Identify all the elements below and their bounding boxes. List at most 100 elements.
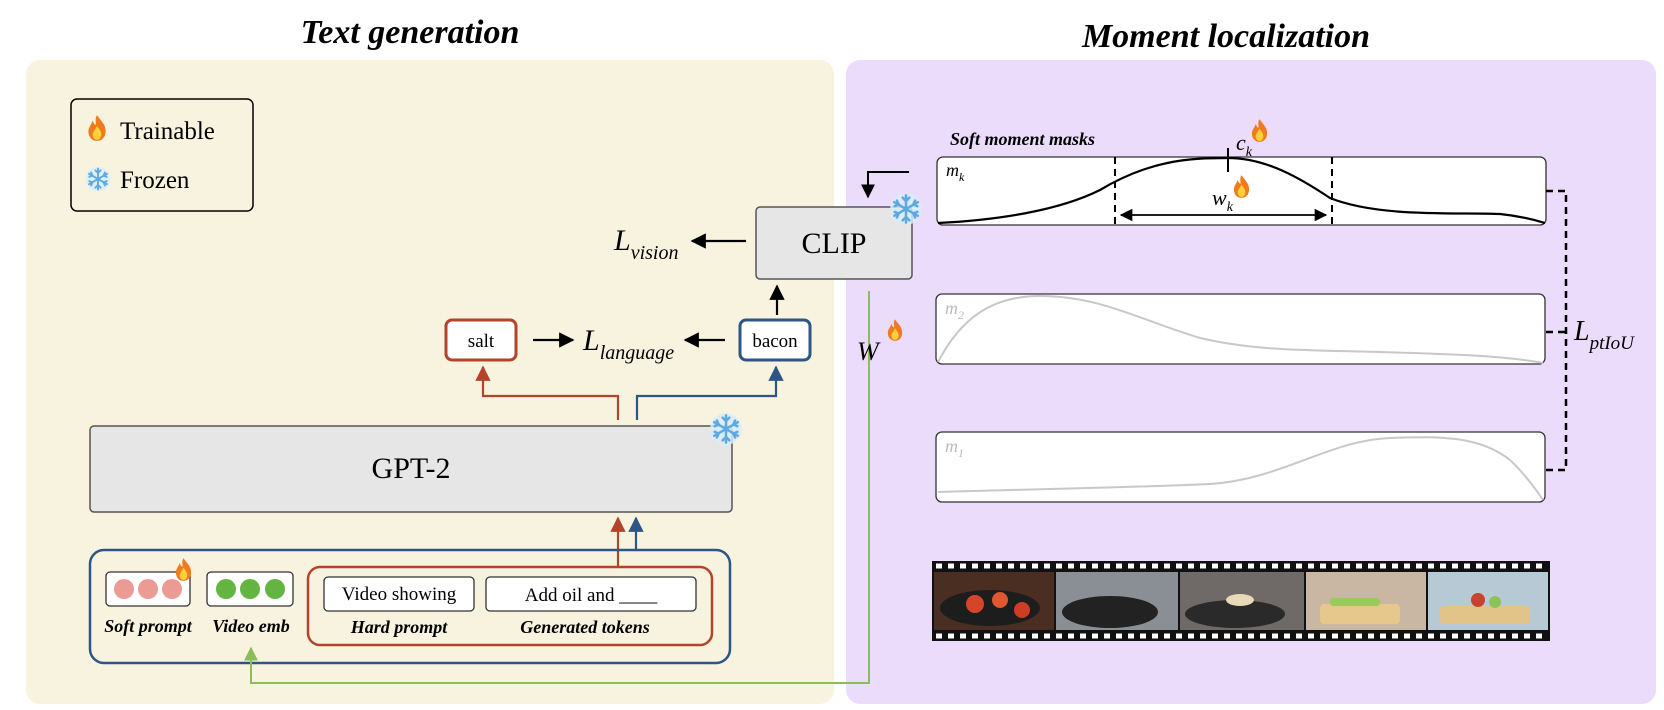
film-sprocket-hole — [1404, 563, 1410, 569]
bacon-token-label: bacon — [752, 331, 798, 352]
film-sprocket-hole — [1164, 563, 1170, 569]
film-sprocket-hole — [984, 633, 990, 639]
film-sprocket-hole — [1020, 563, 1026, 569]
loss-language: Llanguage — [582, 324, 674, 364]
loss-ptiou: LptIoU — [1573, 316, 1635, 354]
w-weight-line — [244, 291, 870, 684]
film-sprocket-hole — [1428, 563, 1434, 569]
film-sprocket-hole — [1188, 633, 1194, 639]
film-sprocket-hole — [972, 563, 978, 569]
film-sprocket-hole — [1056, 563, 1062, 569]
video-emb-caption: Video emb — [212, 616, 290, 636]
film-sprocket-hole — [1200, 563, 1206, 569]
film-sprocket-hole — [1464, 633, 1470, 639]
mask-m2-label: m2 — [945, 298, 964, 322]
film-sprocket-hole — [1404, 633, 1410, 639]
film-sprocket-hole — [1440, 563, 1446, 569]
film-sprocket-hole — [1308, 563, 1314, 569]
film-sprocket-hole — [1488, 633, 1494, 639]
film-sprocket-hole — [1032, 633, 1038, 639]
film-sprocket-hole — [1032, 563, 1038, 569]
film-sprocket-hole — [1044, 563, 1050, 569]
film-sprocket-hole — [1200, 633, 1206, 639]
film-sprocket-hole — [948, 633, 954, 639]
mask-m1-curve — [937, 436, 1544, 501]
mask-m2-curve — [937, 294, 1544, 364]
film-sprocket-hole — [1248, 563, 1254, 569]
film-sprocket-hole — [1056, 633, 1062, 639]
hard-prompt-box — [323, 576, 475, 612]
film-sprocket-hole — [1524, 563, 1530, 569]
film-sprocket-hole — [1224, 633, 1230, 639]
film-sprocket-hole — [1332, 563, 1338, 569]
film-sprocket-hole — [1416, 563, 1422, 569]
film-sprocket-hole — [1128, 633, 1134, 639]
mask-mk-label: mk — [946, 160, 965, 184]
film-sprocket-hole — [1260, 563, 1266, 569]
film-sprocket-hole — [1104, 563, 1110, 569]
clip-label: CLIP — [801, 227, 866, 260]
mask-mk-curve — [937, 156, 1546, 225]
generated-tokens-box — [485, 576, 697, 612]
film-sprocket-hole — [1464, 563, 1470, 569]
film-sprocket-hole — [1272, 633, 1278, 639]
film-sprocket-hole — [1020, 633, 1026, 639]
film-sprocket-hole — [1344, 563, 1350, 569]
generated-tokens-caption: Generated tokens — [520, 617, 650, 637]
film-sprocket-hole — [1188, 563, 1194, 569]
film-sprocket-hole — [1380, 563, 1386, 569]
film-sprocket-hole — [1392, 633, 1398, 639]
film-sprocket-hole — [936, 633, 942, 639]
text-tokens-box — [306, 565, 714, 647]
film-sprocket-hole — [1368, 563, 1374, 569]
film-sprocket-hole — [1092, 563, 1098, 569]
snowflake-icon — [85, 166, 111, 192]
film-sprocket-hole — [1368, 633, 1374, 639]
film-sprocket-hole — [1536, 563, 1542, 569]
legend-box — [70, 98, 254, 212]
film-sprocket-hole — [1356, 633, 1362, 639]
text-generation-panel — [26, 60, 834, 704]
film-sprocket-hole — [936, 563, 942, 569]
film-sprocket-hole — [1116, 633, 1122, 639]
film-sprocket-hole — [1176, 633, 1182, 639]
soft-prompt-caption: Soft prompt — [104, 616, 193, 636]
text-generation-title: Text generation — [301, 14, 520, 51]
video-emb-dot — [216, 579, 236, 599]
film-sprocket-hole — [996, 563, 1002, 569]
hard-prompt-text: Video showing — [342, 584, 457, 605]
film-sprocket-hole — [1440, 633, 1446, 639]
mask-m1-label: m1 — [945, 436, 964, 460]
gpt2-to-salt-arrow — [475, 365, 620, 420]
film-sprocket-hole — [1260, 633, 1266, 639]
film-sprocket-hole — [1296, 563, 1302, 569]
film-sprocket-hole — [1044, 633, 1050, 639]
film-sprocket-hole — [1500, 633, 1506, 639]
width-wk-label: wk — [1212, 185, 1234, 215]
film-sprocket-hole — [1452, 633, 1458, 639]
film-sprocket-hole — [1284, 563, 1290, 569]
film-sprocket-hole — [1248, 633, 1254, 639]
bacon-token-box — [738, 318, 812, 362]
mask-m2-box — [935, 293, 1546, 365]
video-emb-dot — [265, 579, 285, 599]
salt-token-label: salt — [468, 331, 495, 352]
snowflake-icon — [709, 412, 743, 446]
film-sprocket-hole — [1284, 633, 1290, 639]
film-sprocket-hole — [1416, 633, 1422, 639]
hard-prompt-caption: Hard prompt — [350, 617, 449, 637]
film-sprocket-hole — [1176, 563, 1182, 569]
film-sprocket-hole — [1380, 633, 1386, 639]
film-sprocket-hole — [1392, 563, 1398, 569]
film-sprocket-hole — [960, 633, 966, 639]
soft-prompt-dot — [114, 579, 134, 599]
film-sprocket-hole — [1092, 633, 1098, 639]
film-sprocket-hole — [996, 633, 1002, 639]
film-sprocket-hole — [1452, 563, 1458, 569]
film-sprocket-hole — [1332, 633, 1338, 639]
film-sprocket-hole — [1320, 633, 1326, 639]
gpt2-label: GPT-2 — [372, 452, 451, 485]
film-sprocket-hole — [1488, 563, 1494, 569]
film-sprocket-hole — [1152, 563, 1158, 569]
